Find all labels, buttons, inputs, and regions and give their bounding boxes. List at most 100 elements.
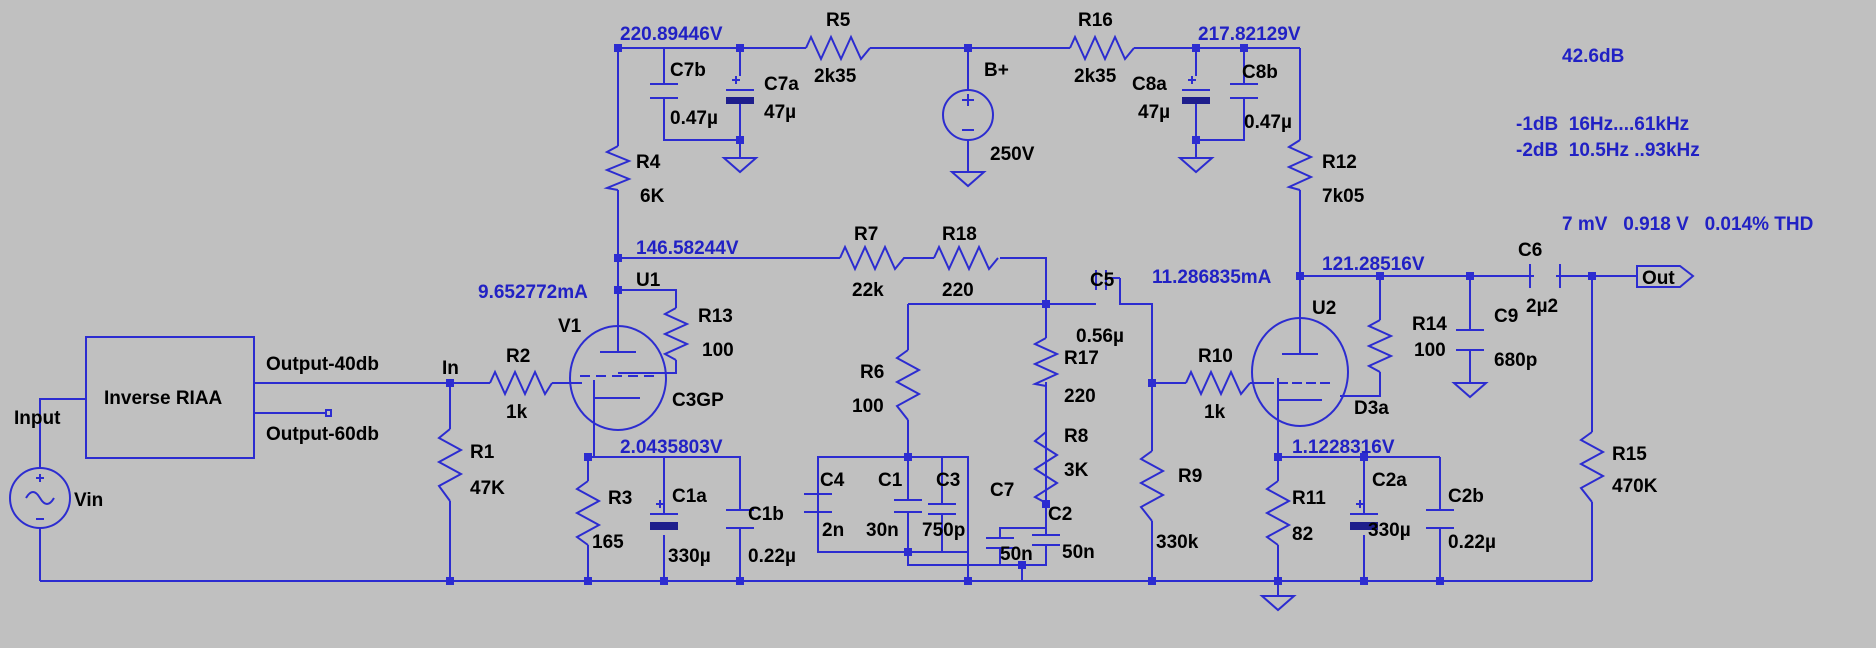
value-U2: D3a	[1354, 398, 1389, 419]
net-label-output-60db: Output-60db	[266, 424, 379, 445]
value-R15: 470K	[1612, 476, 1658, 497]
value-C6: 2µ2	[1526, 296, 1558, 317]
value-R1: 47K	[470, 478, 505, 499]
label-C6: C6	[1518, 240, 1542, 261]
label-C1: C1	[878, 470, 903, 491]
value-C8a: 47µ	[1138, 102, 1170, 123]
triode-u1	[569, 325, 667, 431]
value-R11: 82	[1292, 524, 1313, 545]
voltage-label: 1.1228316V	[1292, 437, 1395, 458]
capacitor-C2b	[1426, 509, 1454, 529]
component-labels: R5 2k35 R16 2k35 C7b 0.47µ C7a 47µ C8a 4…	[74, 10, 1658, 567]
wires	[39, 47, 1637, 596]
label-C2a: C2a	[1372, 470, 1407, 491]
label-C1b: C1b	[748, 504, 784, 525]
capacitors	[650, 76, 1561, 549]
label-C7: C7	[990, 480, 1014, 501]
resistor-R5	[805, 34, 871, 62]
capacitor-C3	[928, 503, 956, 515]
label-C7a: C7a	[764, 74, 799, 95]
resistor-R7	[839, 244, 934, 272]
ground-icon	[1177, 157, 1215, 174]
output-60db-terminal[interactable]	[325, 409, 332, 417]
label-C8b: C8b	[1242, 62, 1278, 83]
capacitor-C1	[894, 499, 922, 513]
value-R12: 7k05	[1322, 186, 1365, 207]
voltage-label: 121.28516V	[1322, 254, 1425, 275]
value-C9: 680p	[1494, 350, 1537, 371]
value-C1b: 0.22µ	[748, 546, 796, 567]
resistor-R18	[933, 244, 999, 272]
current-label: 11.286835mA	[1152, 267, 1272, 288]
resistor-R12	[1286, 139, 1314, 191]
net-label-output-40db: Output-40db	[266, 354, 379, 375]
label-C5: C5	[1090, 270, 1115, 291]
value-C8b: 0.47µ	[1244, 112, 1292, 133]
capacitor-C7	[986, 537, 1014, 549]
capacitor-C9	[1456, 329, 1484, 351]
resistor-R11	[1264, 480, 1292, 546]
bandwidth-note-2: -2dB 10.5Hz ..93kHz	[1516, 140, 1700, 161]
value-R4: 6K	[640, 186, 665, 207]
label-U1: U1	[636, 270, 661, 291]
value-R6: 100	[852, 396, 884, 417]
label-V1: V1	[558, 316, 582, 337]
label-R13: R13	[698, 306, 733, 327]
voltage-label: 146.58244V	[636, 238, 739, 259]
value-C4: 2n	[822, 520, 844, 541]
inverse-riaa-label: Inverse RIAA	[104, 388, 223, 409]
gain-note: 42.6dB	[1562, 46, 1624, 67]
out-port[interactable]	[1636, 265, 1695, 288]
resistors	[436, 34, 1606, 546]
label-R17: R17	[1064, 348, 1099, 369]
value-V1: C3GP	[672, 390, 724, 411]
value-C7b: 0.47µ	[670, 108, 718, 129]
capacitor-C2a	[1350, 498, 1378, 530]
resistor-R15	[1578, 431, 1606, 503]
operating-point-labels: 220.89446V 217.82129V 146.58244V 9.65277…	[478, 24, 1425, 458]
capacitor-C8b	[1230, 83, 1258, 99]
value-R18: 220	[942, 280, 974, 301]
net-label-in: In	[442, 358, 459, 379]
label-C1a: C1a	[672, 486, 707, 507]
value-R13: 100	[702, 340, 734, 361]
label-C2b: C2b	[1448, 486, 1484, 507]
resistor-R10	[1185, 369, 1251, 397]
capacitor-C6	[1529, 264, 1561, 288]
junctions	[446, 44, 1596, 585]
capacitor-C1b	[726, 509, 754, 529]
ground-icon	[949, 171, 987, 188]
label-R1: R1	[470, 442, 495, 463]
net-label-input: Input	[14, 408, 61, 429]
value-R7: 22k	[852, 280, 884, 301]
label-C8a: C8a	[1132, 74, 1167, 95]
resistor-R1	[436, 428, 464, 502]
value-R17: 220	[1064, 386, 1096, 407]
value-R10: 1k	[1204, 402, 1226, 423]
ground-symbols	[721, 157, 1489, 612]
label-C3: C3	[936, 470, 960, 491]
value-R14: 100	[1414, 340, 1446, 361]
capacitor-C5	[1095, 270, 1120, 290]
net-labels: Input In Out Output-40db Output-60db Inv…	[14, 268, 1675, 445]
resistor-R3	[574, 480, 602, 546]
label-R16: R16	[1078, 10, 1113, 31]
value-C5: 0.56µ	[1076, 326, 1124, 347]
label-U2: U2	[1312, 298, 1336, 319]
label-bplus: B+	[984, 60, 1009, 81]
spice-notes: 42.6dB -1dB 16Hz....61kHz -2dB 10.5Hz ..…	[1516, 46, 1813, 235]
value-C1a: 330µ	[668, 546, 711, 567]
value-bplus: 250V	[990, 144, 1035, 165]
value-C2a: 330µ	[1368, 520, 1411, 541]
label-R6: R6	[860, 362, 884, 383]
capacitor-C7b	[650, 83, 678, 99]
value-R3: 165	[592, 532, 624, 553]
ground-icon	[1451, 382, 1489, 399]
label-R4: R4	[636, 152, 661, 173]
measurement-note: 7 mV 0.918 V 0.014% THD	[1562, 214, 1813, 235]
inverse-riaa-block[interactable]	[85, 336, 255, 459]
label-R12: R12	[1322, 152, 1357, 173]
resistor-R17	[1031, 337, 1060, 432]
label-R8: R8	[1064, 426, 1088, 447]
